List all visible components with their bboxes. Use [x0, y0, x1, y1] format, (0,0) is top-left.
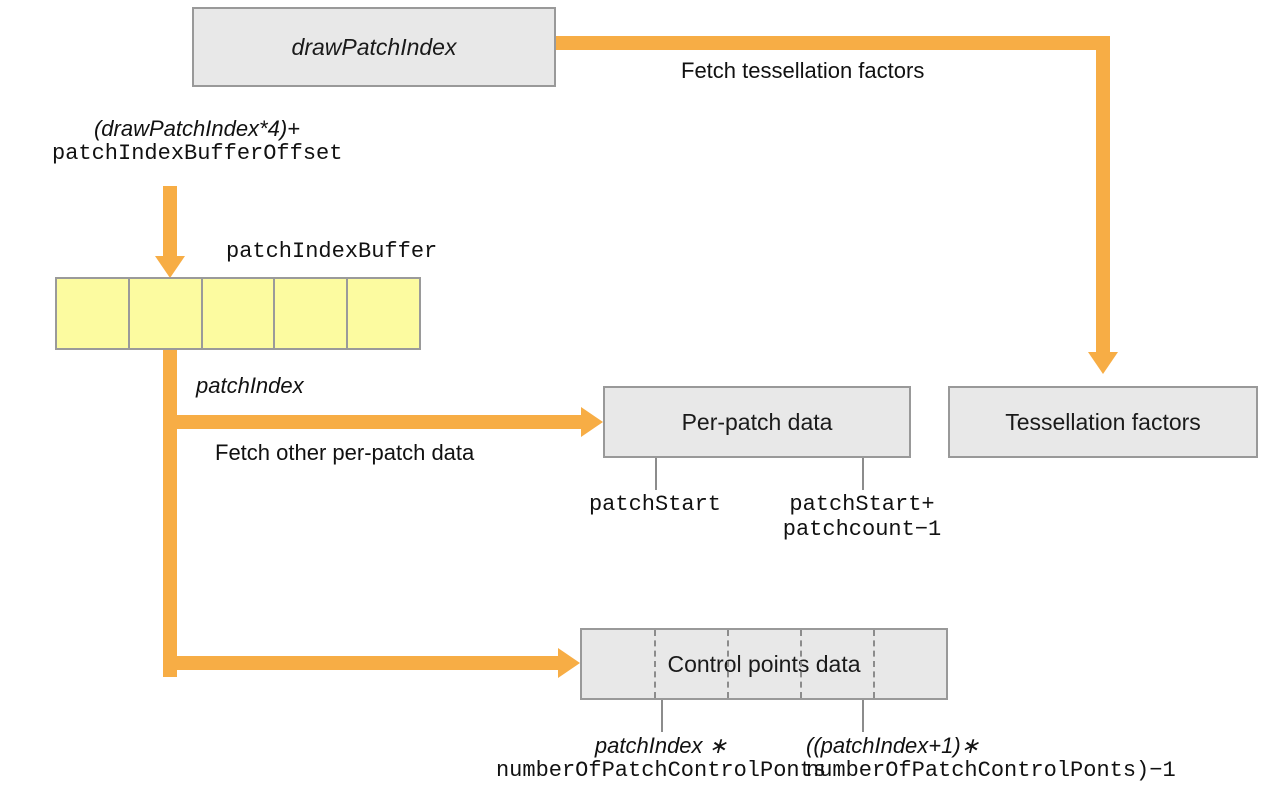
- control-points-edge-horizontal: [163, 656, 560, 670]
- per-patch-end-text-line-2: patchcount−1: [782, 517, 942, 543]
- fetch-other-per-patch-data-label: Fetch other per-patch data: [215, 440, 474, 465]
- per-patch-edge-horizontal: [163, 415, 583, 429]
- control-points-start-annotation: patchIndex ∗ numberOfPatchControlPonts: [360, 733, 962, 784]
- offset-edge-vertical: [163, 186, 177, 258]
- tess-edge-vertical: [1096, 36, 1110, 354]
- control-points-divider: [800, 630, 802, 698]
- control-points-divider: [727, 630, 729, 698]
- fetch-tessellation-factors-label: Fetch tessellation factors: [681, 58, 924, 83]
- control-points-start-text-line-1: patchIndex ∗: [594, 733, 728, 758]
- per-patch-data-box: Per-patch data: [603, 386, 911, 458]
- buffer-cell[interactable]: [348, 279, 419, 348]
- control-points-end-text-line-1: ((patchIndex+1)∗: [806, 733, 980, 758]
- per-patch-end-annotation: patchStart+ patchcount−1: [752, 492, 972, 543]
- per-patch-data-label: Per-patch data: [681, 408, 833, 435]
- buffer-cell[interactable]: [275, 279, 349, 348]
- offset-expression-line-1: (drawPatchIndex*4)+: [93, 116, 301, 141]
- tessellation-factors-box: Tessellation factors: [948, 386, 1258, 458]
- patch-index-edge-text: patchIndex: [196, 373, 304, 398]
- buffer-cell[interactable]: [129, 279, 203, 348]
- control-points-end-text-line-2: numberOfPatchControlPonts)−1: [806, 758, 1176, 784]
- offset-expression-line-2: patchIndexBufferOffset: [52, 141, 343, 167]
- patch-index-edge-label: patchIndex: [196, 373, 304, 398]
- control-points-data-label: Control points data: [667, 650, 861, 677]
- patch-index-buffer-offset-label: (drawPatchIndex*4)+ patchIndexBufferOffs…: [52, 116, 342, 167]
- control-points-divider: [654, 630, 656, 698]
- per-patch-edge-arrowhead: [581, 407, 603, 437]
- per-patch-end-text-line-1: patchStart+: [789, 492, 935, 517]
- buffer-cell[interactable]: [57, 279, 130, 348]
- per-patch-start-annotation: patchStart: [560, 492, 750, 517]
- patch-index-buffer: [55, 277, 421, 350]
- control-points-end-annotation: ((patchIndex+1)∗ numberOfPatchControlPon…: [806, 733, 1266, 784]
- fetch-tessellation-factors-text: Fetch tessellation factors: [681, 58, 925, 83]
- offset-edge-arrowhead: [155, 256, 185, 278]
- control-points-edge-arrowhead: [558, 648, 580, 678]
- control-points-start-tick: [661, 700, 663, 732]
- tessellation-factors-label: Tessellation factors: [1005, 408, 1201, 435]
- draw-patch-index-label: drawPatchIndex: [291, 33, 457, 60]
- control-points-start-text-line-2: numberOfPatchControlPonts: [495, 758, 827, 784]
- fetch-other-per-patch-data-text: Fetch other per-patch data: [215, 440, 475, 465]
- tess-edge-arrowhead: [1088, 352, 1118, 374]
- control-points-end-tick: [862, 700, 864, 732]
- draw-patch-index-box: drawPatchIndex: [192, 7, 556, 87]
- buffer-cell[interactable]: [202, 279, 276, 348]
- per-patch-start-text: patchStart: [588, 492, 722, 517]
- tess-edge-horizontal: [556, 36, 1110, 50]
- patch-index-buffer-name: patchIndexBuffer: [226, 239, 438, 264]
- per-patch-end-tick: [862, 458, 864, 490]
- control-points-data-box: Control points data: [580, 628, 948, 700]
- patch-index-buffer-title: patchIndexBuffer: [226, 239, 437, 264]
- per-patch-start-tick: [655, 458, 657, 490]
- control-points-divider: [873, 630, 875, 698]
- patch-index-trunk: [163, 350, 177, 677]
